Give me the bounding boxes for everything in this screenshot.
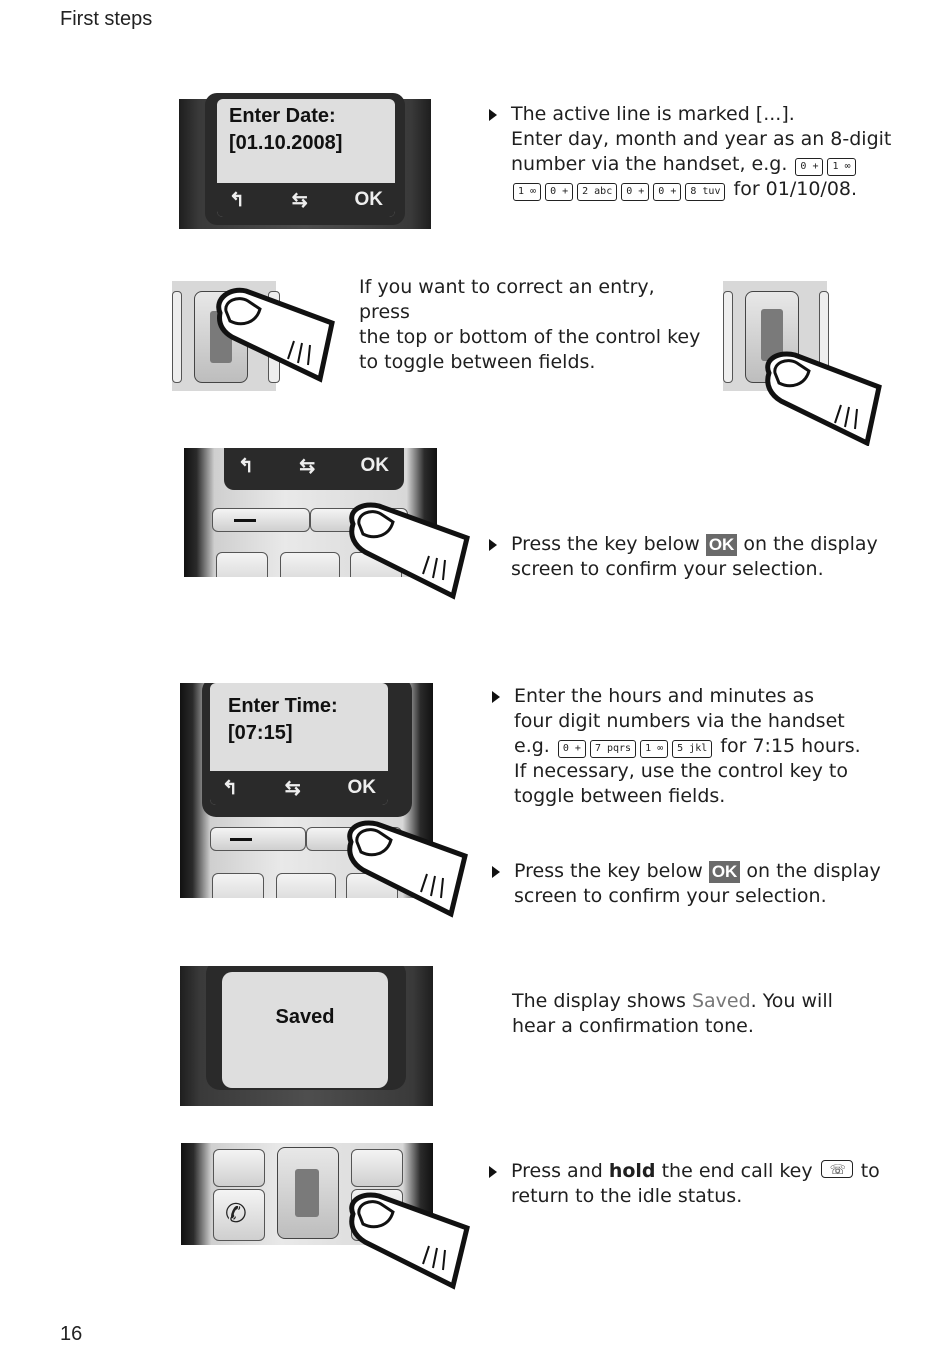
finger-icon bbox=[216, 287, 335, 383]
step4-line4: If necessary, use the control key to bbox=[514, 760, 848, 782]
step4-line5: toggle between fields. bbox=[514, 785, 726, 807]
step6-line1: Press and hold the end call key to bbox=[511, 1158, 911, 1184]
key-0-icon: 0 + bbox=[621, 183, 650, 201]
step3-line1: Press the key below OK on the display bbox=[511, 533, 878, 556]
lcd-title: Enter Time: bbox=[228, 695, 338, 717]
key-1-icon: 1 ∞ bbox=[827, 158, 856, 176]
key-8-icon: 8 tuv bbox=[685, 183, 726, 201]
step4-confirm-line2: screen to confirm your selection. bbox=[514, 885, 827, 907]
back-arrow-icon: ↰ bbox=[238, 455, 254, 477]
time-display-illustration: Enter Time: [07:15] ↰ ⇆ OK bbox=[180, 683, 433, 898]
step4-line2: four digit numbers via the handset bbox=[514, 710, 845, 732]
step1-text: The active line is marked [...]. Enter d… bbox=[489, 102, 911, 202]
finger-icon bbox=[349, 502, 470, 600]
step4-confirm-text: Press the key below OK on the display sc… bbox=[492, 859, 914, 909]
lcd-value: [01.10.2008] bbox=[229, 132, 343, 154]
softkey-ok: OK bbox=[354, 189, 384, 210]
bullet-icon bbox=[492, 866, 500, 878]
softkey-ok: OK bbox=[347, 777, 377, 798]
step6-line2: return to the idle status. bbox=[511, 1185, 743, 1207]
ok-softkey-badge: OK bbox=[705, 534, 738, 556]
lcd-screen: Saved bbox=[222, 972, 388, 1088]
key-7-icon: 7 pqrs bbox=[589, 740, 637, 758]
step3-line2: screen to confirm your selection. bbox=[511, 558, 824, 580]
key-0-icon: 0 + bbox=[653, 183, 682, 201]
saved-term: Saved bbox=[691, 990, 751, 1012]
end-call-key-press-illustration: ✆ bbox=[181, 1143, 433, 1245]
step5-line1: The display shows Saved. You will bbox=[512, 990, 833, 1012]
key-1-icon: 1 ∞ bbox=[640, 740, 669, 758]
lcd-title: Enter Date: bbox=[229, 105, 336, 127]
step1-line1: The active line is marked [...]. bbox=[511, 103, 795, 125]
key-1-icon: 1 ∞ bbox=[513, 183, 542, 201]
bullet-icon bbox=[489, 1166, 497, 1178]
step6-text: Press and hold the end call key to retur… bbox=[489, 1158, 911, 1209]
ok-softkey-badge: OK bbox=[708, 861, 741, 883]
message-key bbox=[351, 1149, 403, 1187]
key-0-icon: 0 + bbox=[795, 158, 824, 176]
handset-icon: ✆ bbox=[225, 1199, 247, 1229]
bullet-icon bbox=[492, 691, 500, 703]
speaker-key bbox=[212, 873, 264, 898]
toggle-arrows-icon: ⇆ bbox=[284, 777, 301, 799]
speaker-key bbox=[216, 552, 268, 577]
softkey-ok: OK bbox=[360, 455, 390, 476]
key-0-icon: 0 + bbox=[545, 183, 574, 201]
finger-icon bbox=[347, 820, 468, 918]
back-arrow-icon: ↰ bbox=[229, 189, 245, 211]
control-key-bottom-press-illustration bbox=[172, 281, 342, 391]
lcd-value: [07:15] bbox=[228, 722, 293, 744]
step2-text: If you want to correct an entry, press t… bbox=[359, 275, 704, 375]
step5-line2: hear a confirmation tone. bbox=[512, 1015, 754, 1037]
lcd-saved: Saved bbox=[275, 1006, 335, 1028]
lcd-screen: Enter Time: [07:15] ↰ ⇆ OK bbox=[210, 683, 388, 805]
finger-icon bbox=[765, 351, 882, 446]
softkey-bar: ↰ ⇆ OK bbox=[226, 448, 401, 484]
left-softkey bbox=[212, 508, 310, 532]
saved-display-illustration: Saved bbox=[180, 966, 433, 1106]
control-key-top-press-illustration bbox=[723, 281, 888, 451]
nav-key bbox=[280, 552, 340, 577]
nav-key bbox=[276, 873, 336, 898]
bullet-icon bbox=[489, 539, 497, 551]
running-header: First steps bbox=[60, 8, 153, 30]
step1-line2: Enter day, month and year as an 8-digit bbox=[511, 128, 892, 150]
step4-line1: Enter the hours and minutes as bbox=[514, 685, 814, 707]
softkey-bar: ↰ ⇆ OK bbox=[210, 771, 388, 805]
toggle-arrows-icon: ⇆ bbox=[299, 455, 316, 477]
speaker-key bbox=[213, 1149, 265, 1187]
talk-key bbox=[213, 1189, 265, 1241]
step4-confirm-line1: Press the key below OK on the display bbox=[514, 860, 881, 883]
step1-line3: number via the handset, e.g. 0 +1 ∞ bbox=[511, 152, 911, 177]
key-5-icon: 5 jkl bbox=[672, 740, 713, 758]
key-0-icon: 0 + bbox=[557, 740, 586, 758]
lcd-screen: Enter Date: [01.10.2008] ↰ ⇆ OK bbox=[217, 99, 395, 217]
step3-text: Press the key below OK on the display sc… bbox=[489, 532, 911, 582]
date-display-illustration: Enter Date: [01.10.2008] ↰ ⇆ OK bbox=[179, 93, 431, 229]
softkey-bar: ↰ ⇆ OK bbox=[217, 183, 395, 217]
step2-line3: to toggle between fields. bbox=[359, 351, 596, 373]
page-number: 16 bbox=[60, 1323, 83, 1345]
step5-text: The display shows Saved. You will hear a… bbox=[512, 989, 912, 1039]
toggle-arrows-icon: ⇆ bbox=[291, 189, 308, 211]
bullet-icon bbox=[489, 109, 497, 121]
back-arrow-icon: ↰ bbox=[222, 777, 238, 799]
left-softkey bbox=[210, 827, 306, 851]
step4-text: Enter the hours and minutes as four digi… bbox=[492, 684, 914, 809]
finger-icon bbox=[349, 1192, 470, 1290]
step2-line1: If you want to correct an entry, press bbox=[359, 276, 655, 323]
key-2-icon: 2 abc bbox=[577, 183, 618, 201]
end-call-key-icon bbox=[820, 1158, 853, 1183]
step2-line2: the top or bottom of the control key bbox=[359, 326, 701, 348]
